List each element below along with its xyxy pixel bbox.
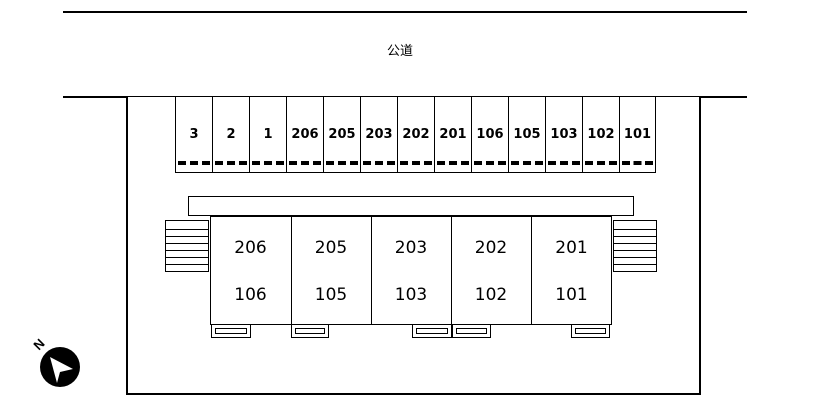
stall-line [326, 161, 358, 165]
parking-stall: 205 [323, 97, 361, 173]
parking-stall-number: 203 [365, 127, 393, 142]
stall-line [548, 161, 580, 165]
unit-lower-number: 106 [234, 285, 267, 305]
stall-line [400, 161, 432, 165]
parking-stall: 101 [619, 97, 656, 173]
parking-stall: 1 [249, 97, 287, 173]
unit: 206 106 [210, 216, 292, 325]
parking-stall-number: 3 [189, 127, 199, 142]
unit-lower-number: 101 [555, 285, 588, 305]
unit-lower-number: 102 [474, 285, 508, 305]
balcony [211, 324, 251, 338]
stall-line [252, 161, 284, 165]
stall-line [474, 161, 506, 165]
unit-upper-number: 202 [474, 238, 508, 258]
parking-stall-number: 201 [439, 127, 467, 142]
parking-stall: 2 [212, 97, 250, 173]
balcony [291, 324, 329, 338]
parking-stall: 103 [545, 97, 583, 173]
corridor [188, 196, 634, 216]
unit: 203 103 [371, 216, 452, 325]
parking-stall-number: 205 [328, 127, 356, 142]
unit-lower-number: 105 [314, 285, 348, 305]
parking-stall-number: 105 [513, 127, 541, 142]
parking-stall: 102 [582, 97, 620, 173]
north-label: N [30, 336, 47, 353]
parking-stall-number: 1 [263, 127, 273, 142]
stairs-right [613, 220, 657, 272]
parking-stall: 201 [434, 97, 472, 173]
parking-stall-number: 202 [402, 127, 430, 142]
unit: 202 102 [451, 216, 532, 325]
balcony [571, 324, 610, 338]
parking-stall: 106 [471, 97, 509, 173]
unit-upper-number: 206 [234, 238, 267, 258]
parking-stall: 202 [397, 97, 435, 173]
unit: 205 105 [291, 216, 372, 325]
building-outline [210, 216, 612, 325]
parking-stall: 105 [508, 97, 546, 173]
unit-upper-number: 203 [394, 238, 428, 258]
parking-stall-number: 206 [291, 127, 319, 142]
parking-stall: 3 [175, 97, 213, 173]
stairs-left [165, 220, 209, 272]
unit-lower-number: 103 [394, 285, 428, 305]
road-edge-top [63, 11, 747, 13]
stall-line [585, 161, 617, 165]
stall-line [289, 161, 321, 165]
balcony [412, 324, 452, 338]
balcony [452, 324, 491, 338]
stall-line [178, 161, 210, 165]
stall-line [511, 161, 543, 165]
parking-stall-number: 102 [587, 127, 615, 142]
north-arrow-icon: N [30, 336, 80, 387]
parking-stall-number: 106 [476, 127, 504, 142]
unit-upper-number: 205 [314, 238, 348, 258]
parking-stall-number: 101 [623, 127, 652, 142]
stall-line [363, 161, 395, 165]
unit: 201 101 [531, 216, 612, 325]
parking-stall: 203 [360, 97, 398, 173]
parking-stall-number: 103 [550, 127, 578, 142]
stall-line [622, 161, 653, 165]
stall-line [215, 161, 247, 165]
parking-stall-number: 2 [226, 127, 236, 142]
parking-stall: 206 [286, 97, 324, 173]
unit-upper-number: 201 [555, 238, 588, 258]
stall-line [437, 161, 469, 165]
road-label: 公道 [386, 44, 413, 59]
